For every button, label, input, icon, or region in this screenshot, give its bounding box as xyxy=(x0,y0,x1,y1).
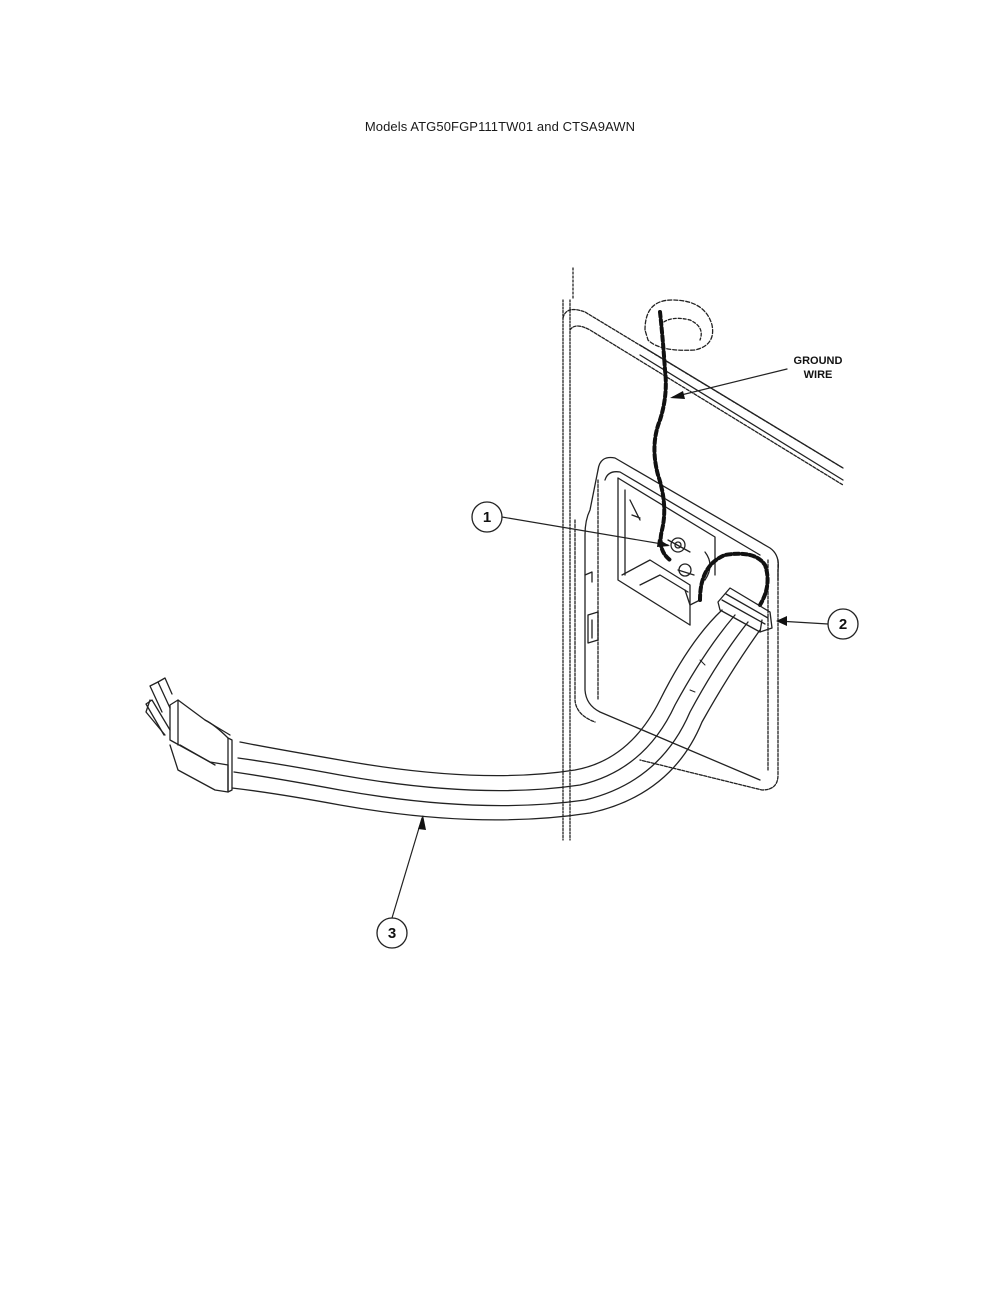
ground-wire-loop xyxy=(698,551,770,607)
power-plug xyxy=(145,677,233,793)
terminal-recess xyxy=(574,456,779,781)
callout-number-3: 3 xyxy=(388,925,396,942)
cabinet-details xyxy=(584,571,599,644)
ground-wire xyxy=(652,310,672,562)
callout-number-1: 1 xyxy=(483,509,491,526)
callout-circle-3 xyxy=(376,917,408,949)
page-title: Models ATG50FGP111TW01 and CTSA9AWN xyxy=(364,119,636,134)
callout-circle-2 xyxy=(827,608,859,640)
power-cord xyxy=(231,609,761,821)
callout-arrowheads xyxy=(418,391,787,830)
callout-leaders xyxy=(391,368,829,919)
callout-circle-1 xyxy=(471,501,503,533)
ground-wire-hole xyxy=(644,299,714,351)
ground-wire-label-line1: GROUND xyxy=(794,355,843,367)
callout-number-2: 2 xyxy=(839,616,847,633)
cabinet-outline xyxy=(562,267,844,841)
ground-wire-label-line2: WIRE xyxy=(804,369,833,381)
terminal-block xyxy=(617,477,716,626)
